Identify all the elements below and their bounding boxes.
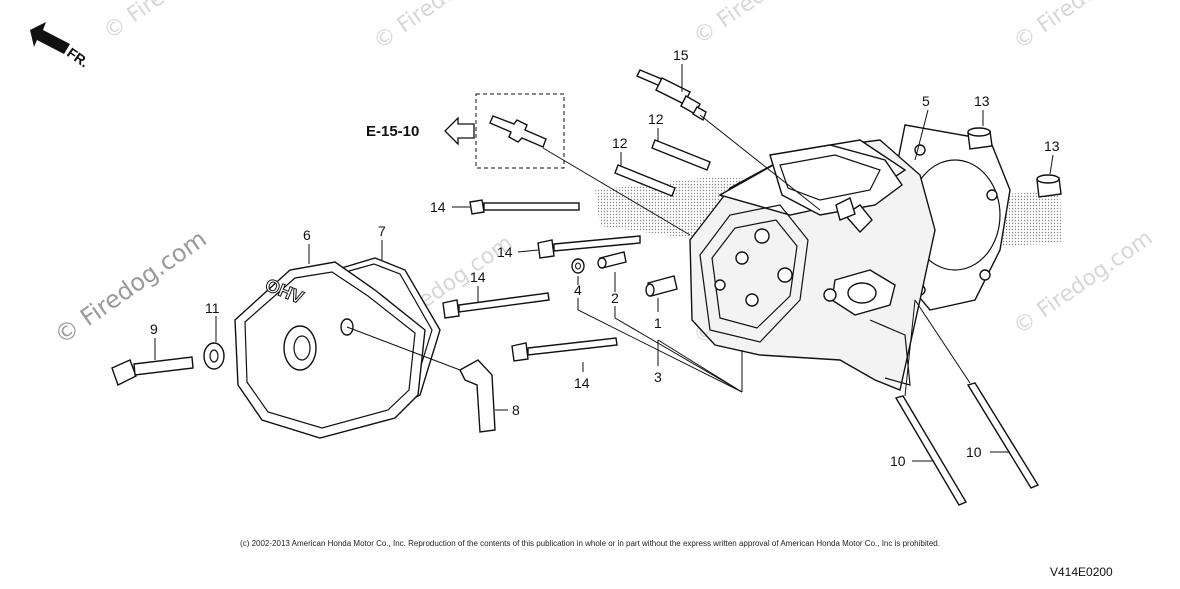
callout-9[interactable]: 9 — [150, 321, 158, 337]
callout-14d[interactable]: 14 — [574, 375, 590, 391]
flange-bolt — [511, 337, 618, 362]
callout-14a[interactable]: 14 — [430, 199, 446, 215]
flange-bolt — [469, 199, 580, 215]
watermark-text: © Firedog.com — [1009, 0, 1157, 55]
callout-10b[interactable]: 10 — [966, 444, 982, 460]
stud-bolt — [614, 164, 676, 197]
stud-bolt — [489, 115, 547, 148]
callout-1[interactable]: 1 — [654, 315, 662, 331]
flange-bolt — [442, 292, 550, 319]
diagram-code: V414E0200 — [1050, 565, 1113, 579]
callout-2[interactable]: 2 — [611, 290, 619, 306]
callout-12b[interactable]: 12 — [612, 135, 628, 151]
callout-15[interactable]: 15 — [673, 47, 689, 63]
breather-tube — [459, 359, 496, 433]
callout-13a[interactable]: 13 — [974, 93, 990, 109]
stud-bolt — [651, 139, 711, 171]
reference-dashed-box — [475, 93, 565, 169]
o-ring — [571, 258, 585, 274]
callout-11[interactable]: 11 — [205, 300, 220, 316]
front-direction-indicator: FR. — [30, 22, 92, 70]
callout-10a[interactable]: 10 — [890, 453, 906, 469]
reference-label[interactable]: E-15-10 — [366, 123, 419, 140]
cylinder-head — [689, 139, 936, 391]
callout-12a[interactable]: 12 — [648, 111, 664, 127]
callout-8[interactable]: 8 — [512, 402, 520, 418]
reference-arrow-icon — [444, 116, 475, 146]
callout-4[interactable]: 4 — [574, 282, 582, 298]
long-stud-bolt — [966, 382, 1040, 489]
head-cover-bolt — [111, 356, 194, 386]
callout-3[interactable]: 3 — [654, 369, 662, 385]
watermark-text: © Firedog.com — [689, 0, 837, 50]
callout-5[interactable]: 5 — [922, 93, 930, 109]
dowel-pin — [597, 251, 627, 269]
callout-6[interactable]: 6 — [303, 227, 311, 243]
head-cover: OHV — [234, 261, 426, 439]
callout-13b[interactable]: 13 — [1044, 138, 1060, 154]
valve-guide — [645, 275, 678, 297]
leader-lines — [154, 64, 1054, 462]
dowel-pin — [967, 127, 993, 150]
long-stud-bolt — [894, 395, 968, 506]
watermark-text: © Firedog.com — [99, 0, 247, 45]
watermark-text: © Firedog.com — [369, 0, 517, 55]
callout-14c[interactable]: 14 — [470, 269, 486, 285]
dowel-pin — [1036, 174, 1062, 198]
callout-labels: 15 12 12 5 13 13 14 14 14 14 4 2 1 3 6 7… — [150, 47, 1060, 469]
spark-plug — [636, 69, 707, 122]
callout-14b[interactable]: 14 — [497, 244, 513, 260]
front-direction-arrow-icon — [30, 22, 70, 54]
reference-callout[interactable]: E-15-10 — [366, 93, 565, 169]
watermark-text: © Firedog.com — [49, 225, 211, 350]
callout-7[interactable]: 7 — [378, 223, 386, 239]
front-direction-label: FR. — [64, 44, 92, 70]
copyright-notice: (c) 2002-2013 American Honda Motor Co., … — [240, 539, 940, 548]
washer — [203, 342, 225, 370]
flange-bolt — [537, 235, 641, 259]
